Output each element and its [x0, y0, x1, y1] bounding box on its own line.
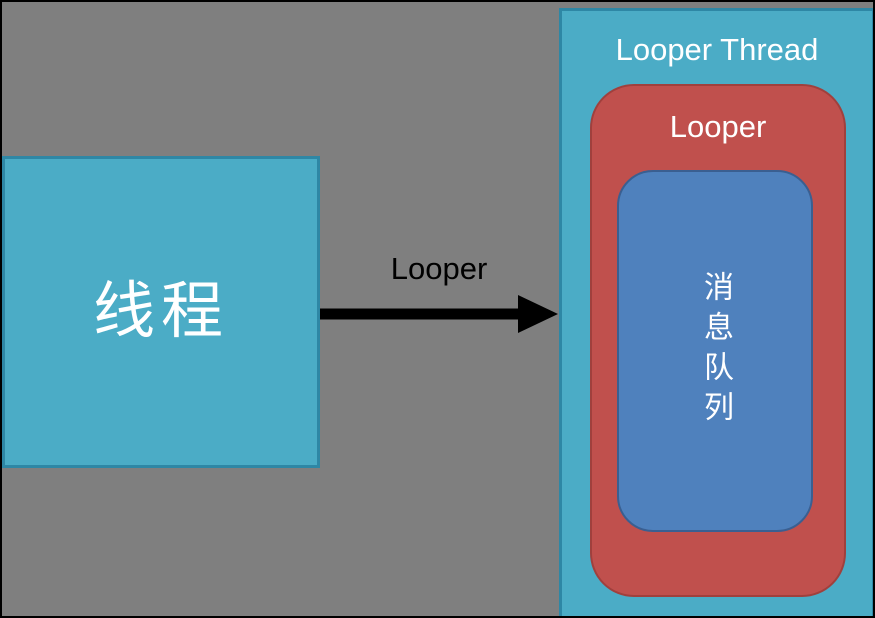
arrow-right-icon [320, 295, 558, 333]
looper-thread-box: Looper Thread Looper 消息队列 [559, 8, 873, 616]
message-queue-label: 消息队列 [699, 271, 732, 431]
thread-box-label: 线程 [92, 277, 229, 346]
thread-box: 线程 [2, 156, 320, 468]
looper-thread-title: Looper Thread [615, 32, 819, 67]
message-queue-box: 消息队列 [617, 170, 813, 532]
looper-box-title: Looper [669, 109, 767, 144]
looper-box: Looper 消息队列 [590, 84, 846, 597]
arrow-label: Looper [390, 251, 488, 286]
